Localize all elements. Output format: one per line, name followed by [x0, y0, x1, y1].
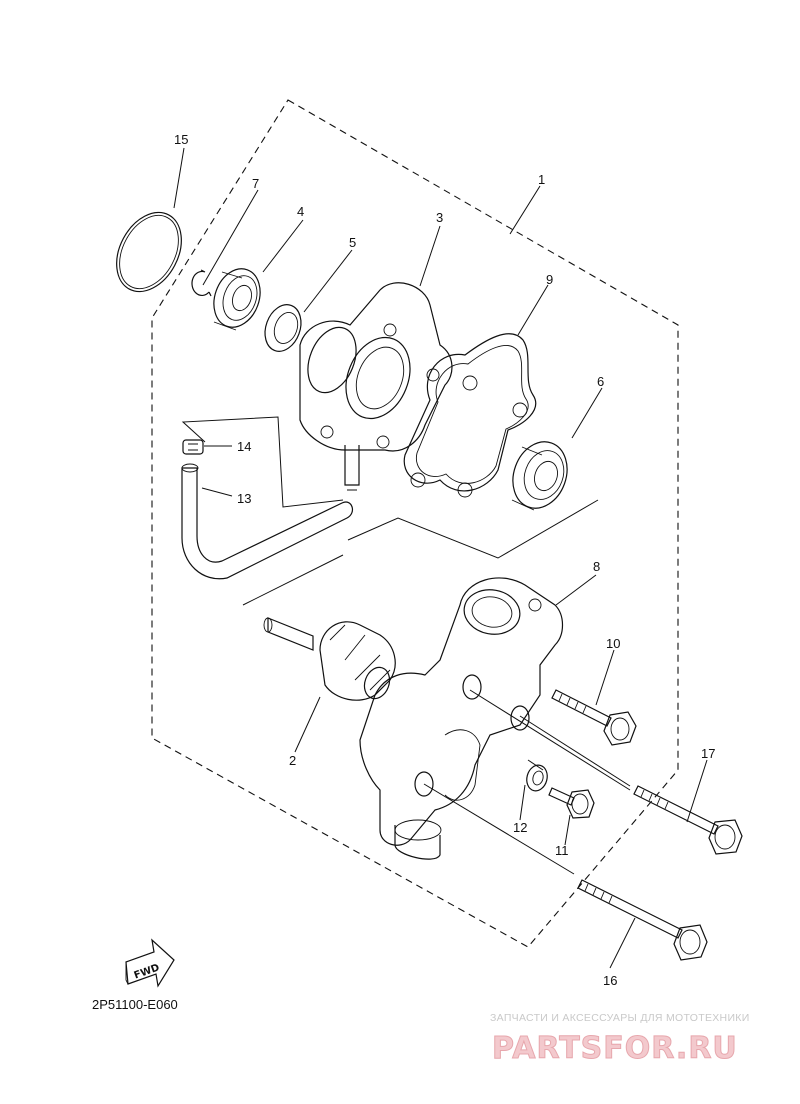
assembly-leader-lines — [181, 416, 631, 875]
fwd-arrow-icon: FWD — [125, 938, 175, 988]
part-5-oil-seal — [264, 304, 302, 352]
callout-15: 15 — [174, 132, 188, 147]
part-7-circlip — [191, 269, 212, 297]
part-6-mechanical-seal — [511, 441, 568, 511]
callout-numbers: 1 2 3 4 5 6 7 8 9 10 11 12 13 14 15 16 1… — [174, 132, 715, 988]
callout-5: 5 — [349, 235, 356, 250]
part-2-impeller-shaft — [263, 617, 396, 701]
watermark-logo: PARTSFOR.RU — [492, 1031, 738, 1066]
callout-13: 13 — [237, 491, 251, 506]
callout-17: 17 — [701, 746, 715, 761]
part-4-bearing — [213, 268, 261, 331]
callout-7: 7 — [252, 176, 259, 191]
part-13-hose — [181, 463, 354, 580]
callout-9: 9 — [546, 272, 553, 287]
callout-12: 12 — [513, 820, 527, 835]
callout-10: 10 — [606, 636, 620, 651]
watermark-tagline: ЗАПЧАСТИ И АКСЕССУАРЫ ДЛЯ МОТОТЕХНИКИ — [490, 1012, 750, 1024]
part-14-hose-clamp — [182, 439, 204, 455]
part-9-gasket — [403, 333, 537, 498]
part-17-long-bolt — [633, 785, 743, 855]
part-10-bolt — [551, 689, 637, 746]
diagram-reference-code: 2P51100-E060 — [92, 997, 178, 1012]
part-8-pump-housing — [359, 577, 564, 860]
callout-11: 11 — [555, 843, 569, 858]
callout-4: 4 — [297, 204, 304, 219]
callout-1: 1 — [538, 172, 545, 187]
assembly-boundary — [151, 99, 679, 948]
callout-14: 14 — [237, 439, 251, 454]
callout-8: 8 — [593, 559, 600, 574]
callout-3: 3 — [436, 210, 443, 225]
callout-6: 6 — [597, 374, 604, 389]
callout-16: 16 — [603, 973, 617, 988]
part-3-pump-cover — [299, 282, 453, 491]
part-12-washer — [526, 764, 548, 792]
part-16-long-bolt — [577, 879, 708, 961]
callout-leaders — [173, 147, 708, 969]
callout-2: 2 — [289, 753, 296, 768]
part-11-bolt — [548, 787, 595, 819]
part-15-o-ring — [116, 211, 182, 293]
